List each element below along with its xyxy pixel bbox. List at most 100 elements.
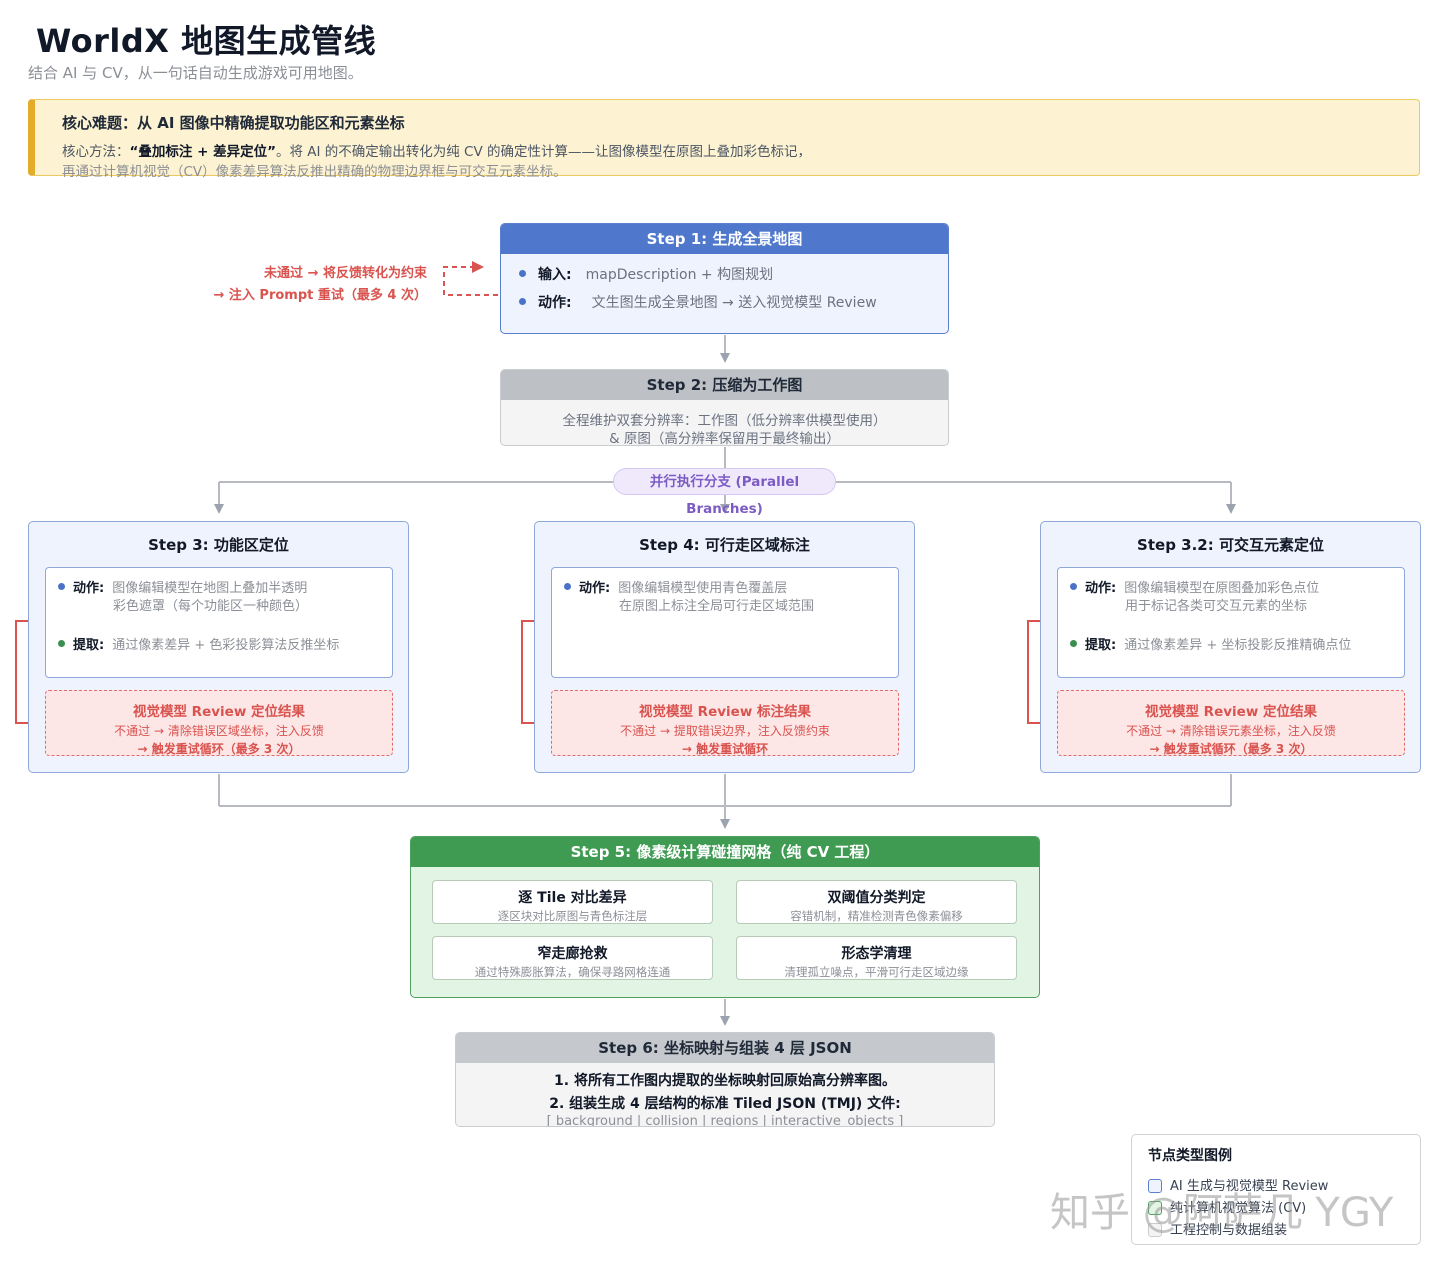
legend: 节点类型图例 AI 生成与视觉模型 Review 纯计算机视觉算法 (CV) 工… [1131, 1134, 1421, 1245]
step1-card: Step 1: 生成全景地图 输入:mapDescription + 构图规划 … [500, 223, 949, 334]
bullet-icon [564, 583, 571, 590]
step4-review-title: 视觉模型 Review 标注结果 [638, 704, 811, 720]
tile-desc: 逐区块对比原图与青色标注层 [497, 909, 648, 923]
step1-input-label: 输入: [538, 267, 572, 283]
step3-action-line1: 图像编辑模型在地图上叠加半透明 [112, 581, 308, 596]
bullet-icon [58, 583, 65, 590]
step32-action-row: 动作: 图像编辑模型在原图叠加彩色点位 用于标记各类可交互元素的坐标 [1070, 580, 1320, 614]
tile-title: 逐 Tile 对比差异 [518, 890, 627, 906]
legend-swatch-icon [1148, 1178, 1162, 1193]
banner-method-rest: 。将 AI 的不确定输出转化为纯 CV 的确定性计算——让图像模型在原图上叠加彩… [275, 144, 812, 160]
step3-extract-value: 通过像素差异 + 色彩投影算法反推坐标 [112, 638, 340, 653]
step3-review-line3: → 触发重试循环（最多 3 次） [137, 742, 301, 756]
step5-card: Step 5: 像素级计算碰撞网格（纯 CV 工程） 逐 Tile 对比差异 逐… [410, 836, 1040, 998]
step6-line1: 1. 将所有工作图内提取的坐标映射回原始高分辨率图。 [554, 1073, 896, 1089]
step5-tile-threshold: 双阈值分类判定 容错机制，精准检测青色像素偏移 [736, 880, 1017, 924]
tile-title: 窄走廊抢救 [537, 946, 608, 962]
banner-method: 核心方法：“叠加标注 + 差异定位”。将 AI 的不确定输出转化为纯 CV 的确… [62, 140, 811, 160]
step32-review-box: 视觉模型 Review 定位结果 不通过 → 清除错误元素坐标，注入反馈 → 触… [1057, 690, 1405, 756]
legend-title: 节点类型图例 [1148, 1148, 1232, 1164]
legend-item-control: 工程控制与数据组装 [1148, 1219, 1287, 1238]
step3-title: Step 3: 功能区定位 [148, 536, 289, 554]
core-problem-banner: 核心难题：从 AI 图像中精确提取功能区和元素坐标 核心方法：“叠加标注 + 差… [28, 99, 1420, 180]
step6-card: Step 6: 坐标映射与组装 4 层 JSON 1. 将所有工作图内提取的坐标… [455, 1032, 995, 1127]
step4-action-label: 动作: [579, 581, 611, 596]
legend-label: 工程控制与数据组装 [1170, 1223, 1288, 1238]
step3-action-row: 动作: 图像编辑模型在地图上叠加半透明 彩色遮罩（每个功能区一种颜色） [58, 580, 308, 614]
step6-line2: 2. 组装生成 4 层结构的标准 Tiled JSON (TMJ) 文件: [549, 1096, 901, 1112]
tile-desc: 通过特殊膨胀算法，确保寻路网格连通 [474, 965, 671, 979]
step3-review-line2: 不通过 → 清除错误区域坐标，注入反馈 [114, 724, 324, 738]
step6-layers: [ background | collision | regions | int… [546, 1114, 904, 1127]
step4-action-line2: 在原图上标注全局可行走区域范围 [619, 599, 815, 614]
watermark: 知乎 @阿萨几 YGY [1050, 1190, 1394, 1236]
step2-card: Step 2: 压缩为工作图 全程维护双套分辨率：工作图（低分辨率供模型使用） … [500, 369, 949, 446]
step5-tile-morphology: 形态学清理 清理孤立噪点，平滑可行走区域边缘 [736, 936, 1017, 980]
step4-details: 动作: 图像编辑模型使用青色覆盖层 在原图上标注全局可行走区域范围 [551, 567, 899, 678]
step4-card: Step 4: 可行走区域标注 动作: 图像编辑模型使用青色覆盖层 在原图上标注全… [534, 521, 915, 773]
step5-tile-diff: 逐 Tile 对比差异 逐区块对比原图与青色标注层 [432, 880, 713, 924]
step1-input-value: mapDescription + 构图规划 [585, 267, 774, 283]
tile-title: 双阈值分类判定 [827, 890, 926, 906]
step32-review-title: 视觉模型 Review 定位结果 [1144, 704, 1317, 720]
bullet-icon [1070, 583, 1077, 590]
legend-label: 纯计算机视觉算法 (CV) [1170, 1201, 1307, 1216]
step5-title: Step 5: 像素级计算碰撞网格（纯 CV 工程） [411, 837, 1039, 867]
legend-item-ai: AI 生成与视觉模型 Review [1148, 1175, 1328, 1194]
step2-body: 全程维护双套分辨率：工作图（低分辨率供模型使用） & 原图（高分辨率保留用于最终… [501, 400, 948, 446]
bullet-icon [58, 640, 65, 647]
step1-action-label: 动作: [538, 295, 572, 311]
step32-extract-value: 通过像素差异 + 坐标投影反推精确点位 [1124, 638, 1352, 653]
feedback-line1: 未通过 → 将反馈转化为约束 [264, 266, 427, 281]
step32-card: Step 3.2: 可交互元素定位 动作: 图像编辑模型在原图叠加彩色点位 用于标… [1040, 521, 1421, 773]
legend-item-cv: 纯计算机视觉算法 (CV) [1148, 1197, 1306, 1216]
tile-desc: 容错机制，精准检测青色像素偏移 [790, 909, 963, 923]
step3-action-line2: 彩色遮罩（每个功能区一种颜色） [113, 599, 309, 614]
page-title: WorldX 地图生成管线 [36, 22, 377, 60]
step4-action-row: 动作: 图像编辑模型使用青色覆盖层 在原图上标注全局可行走区域范围 [564, 580, 814, 614]
step32-action-label: 动作: [1085, 581, 1117, 596]
step6-title: Step 6: 坐标映射与组装 4 层 JSON [456, 1033, 994, 1063]
step3-review-box: 视觉模型 Review 定位结果 不通过 → 清除错误区域坐标，注入反馈 → 触… [45, 690, 393, 756]
step3-details: 动作: 图像编辑模型在地图上叠加半透明 彩色遮罩（每个功能区一种颜色） 提取: 通过… [45, 567, 393, 678]
step3-action-label: 动作: [73, 581, 105, 596]
legend-label: AI 生成与视觉模型 Review [1170, 1179, 1329, 1194]
step4-review-box: 视觉模型 Review 标注结果 不通过 → 提取错误边界，注入反馈约束 → 触… [551, 690, 899, 756]
legend-swatch-icon [1148, 1200, 1162, 1215]
feedback-note: 未通过 → 将反馈转化为约束 → 注入 Prompt 重试（最多 4 次） [196, 263, 427, 307]
step3-extract-label: 提取: [73, 638, 105, 653]
tile-desc: 清理孤立噪点，平滑可行走区域边缘 [784, 965, 969, 979]
step32-extract-label: 提取: [1085, 638, 1117, 653]
feedback-loop-step1 [443, 261, 498, 296]
step2-line1: 全程维护双套分辨率：工作图（低分辨率供模型使用） [562, 413, 887, 429]
banner-method-line2: 再通过计算机视觉（CV）像素差异算法反推出精确的物理边界框与可交互元素坐标。 [62, 164, 567, 180]
step4-action-line1: 图像编辑模型使用青色覆盖层 [618, 581, 788, 596]
step32-action-line1: 图像编辑模型在原图叠加彩色点位 [1124, 581, 1320, 596]
step32-review-line2: 不通过 → 清除错误元素坐标，注入反馈 [1126, 724, 1336, 738]
step2-line2: & 原图（高分辨率保留用于最终输出） [609, 431, 840, 446]
step32-extract-row: 提取: 通过像素差异 + 坐标投影反推精确点位 [1070, 637, 1351, 655]
banner-method-bold: “叠加标注 + 差异定位” [129, 144, 276, 160]
tile-title: 形态学清理 [841, 946, 912, 962]
step32-action-line2: 用于标记各类可交互元素的坐标 [1125, 599, 1308, 614]
banner-method-prefix: 核心方法： [62, 144, 130, 160]
step1-input-row: 输入: mapDescription + 构图规划 [519, 264, 773, 284]
bullet-icon [1070, 640, 1077, 647]
feedback-line2: → 注入 Prompt 重试（最多 4 次） [213, 288, 427, 303]
step32-title: Step 3.2: 可交互元素定位 [1137, 536, 1324, 554]
step1-title: Step 1: 生成全景地图 [501, 224, 948, 254]
step1-action-row: 动作: 文生图生成全景地图 → 送入视觉模型 Review [519, 292, 877, 312]
step32-review-line3: → 触发重试循环（最多 3 次） [1149, 742, 1313, 756]
bullet-icon [519, 269, 526, 277]
step4-review-line3: → 触发重试循环 [681, 742, 769, 756]
step4-title: Step 4: 可行走区域标注 [639, 536, 810, 554]
step4-review-line2: 不通过 → 提取错误边界，注入反馈约束 [620, 724, 830, 738]
step3-extract-row: 提取: 通过像素差异 + 色彩投影算法反推坐标 [58, 637, 339, 655]
step1-action-value: 文生图生成全景地图 → 送入视觉模型 Review [591, 295, 877, 311]
page-subtitle: 结合 AI 与 CV，从一句话自动生成游戏可用地图。 [28, 64, 363, 82]
step32-details: 动作: 图像编辑模型在原图叠加彩色点位 用于标记各类可交互元素的坐标 提取: 通过像… [1057, 567, 1405, 678]
step5-tile-corridor: 窄走廊抢救 通过特殊膨胀算法，确保寻路网格连通 [432, 936, 713, 980]
step3-card: Step 3: 功能区定位 动作: 图像编辑模型在地图上叠加半透明 彩色遮罩（每个… [28, 521, 409, 773]
banner-title: 核心难题：从 AI 图像中精确提取功能区和元素坐标 [62, 114, 405, 132]
parallel-branches-pill: 并行执行分支 (Parallel Branches) [613, 468, 836, 517]
